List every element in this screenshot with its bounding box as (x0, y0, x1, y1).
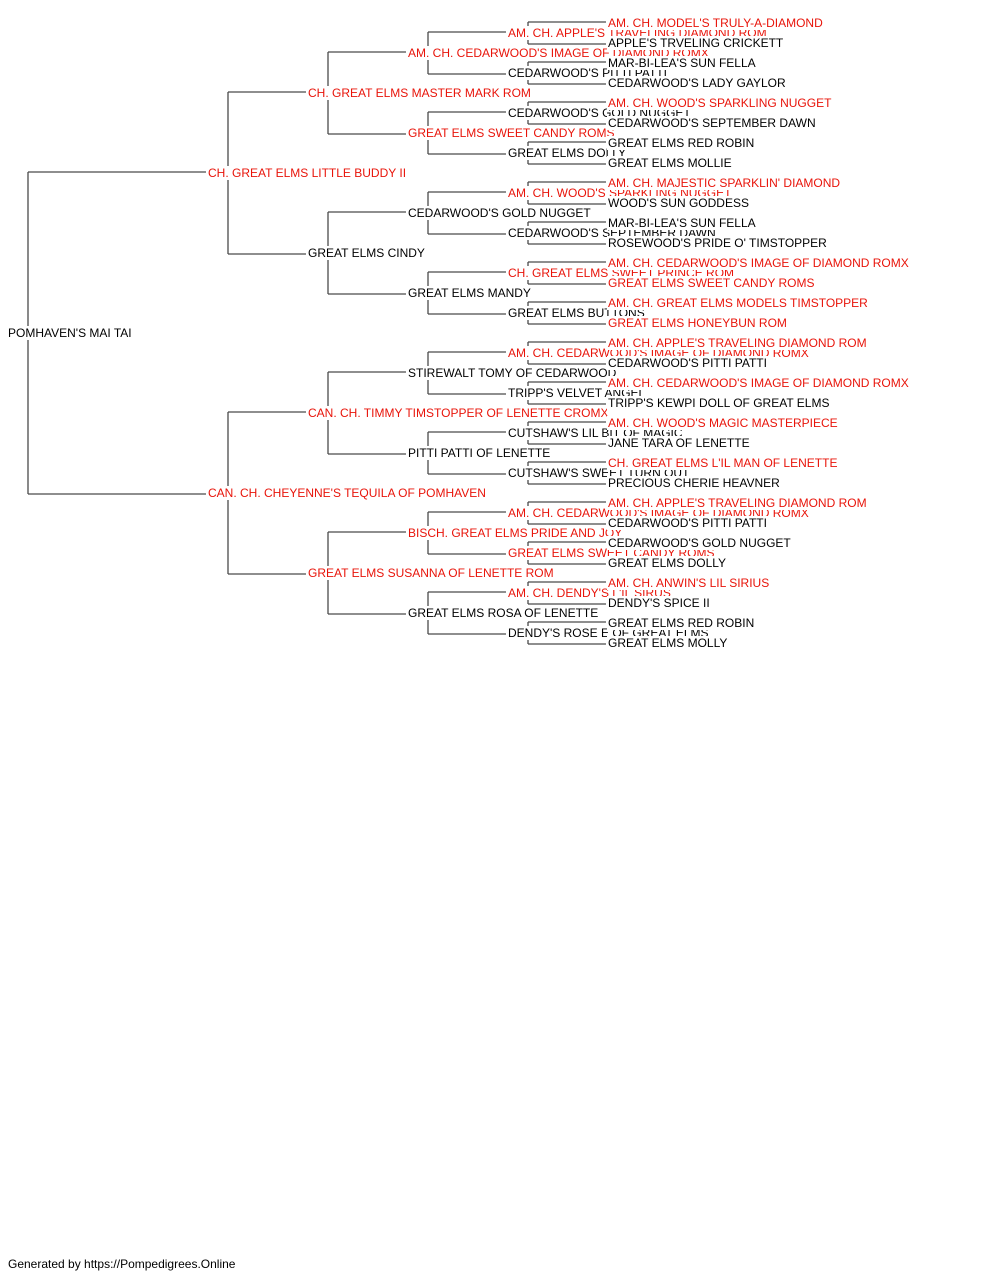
ancestor-name-gen5: CEDARWOOD'S SEPTEMBER DAWN (608, 116, 816, 130)
ancestor-name-gen5: CEDARWOOD'S GOLD NUGGET (608, 536, 791, 550)
ancestor-name-gen2: CAN. CH. TIMMY TIMSTOPPER OF LENETTE CRO… (308, 406, 608, 420)
label-background (607, 176, 842, 190)
label-background (307, 246, 426, 260)
ancestor-name-gen2: GREAT ELMS CINDY (308, 246, 425, 260)
ancestor-name-gen5: DENDY'S SPICE II (608, 596, 710, 610)
label-background (607, 156, 733, 170)
ancestor-name-gen5: AM. CH. GREAT ELMS MODELS TIMSTOPPER (608, 296, 868, 310)
label-background (407, 446, 552, 460)
label-background (607, 336, 868, 350)
label-background (607, 216, 757, 230)
label-background (607, 636, 729, 650)
ancestor-name-gen3: GREAT ELMS MANDY (408, 286, 531, 300)
label-background (607, 296, 870, 310)
label-background (607, 416, 839, 430)
ancestor-name-gen5: GREAT ELMS MOLLY (608, 636, 727, 650)
ancestor-name-gen1: CAN. CH. CHEYENNE'S TEQUILA OF POMHAVEN (208, 486, 486, 500)
label-background (607, 616, 756, 630)
label-background (607, 476, 782, 490)
label-background (607, 16, 825, 30)
ancestor-name-gen5: AM. CH. APPLE'S TRAVELING DIAMOND ROM (608, 336, 867, 350)
label-background (607, 196, 750, 210)
ancestor-name-gen5: CEDARWOOD'S LADY GAYLOR (608, 76, 786, 90)
ancestor-name-gen5: GREAT ELMS SWEET CANDY ROMS (608, 276, 814, 290)
footer-credit: Generated by https://Pompedigrees.Online (8, 1257, 236, 1271)
ancestor-name-gen5: CEDARWOOD'S PITTI PATTI (608, 516, 767, 530)
label-background (607, 356, 768, 370)
ancestor-name-gen3: BISCH. GREAT ELMS PRIDE AND JOY (408, 526, 622, 540)
ancestor-name-gen5: PRECIOUS CHERIE HEAVNER (608, 476, 780, 490)
label-background (607, 576, 771, 590)
label-background (607, 496, 868, 510)
label-background (607, 436, 751, 450)
ancestor-name-gen5: GREAT ELMS HONEYBUN ROM (608, 316, 787, 330)
ancestor-name-gen5: GREAT ELMS RED ROBIN (608, 136, 754, 150)
ancestor-name-gen5: AM. CH. MODEL'S TRULY-A-DIAMOND (608, 16, 823, 30)
label-background (207, 166, 408, 180)
label-background (607, 56, 757, 70)
ancestor-name-gen5: AM. CH. WOOD'S MAGIC MASTERPIECE (608, 416, 838, 430)
ancestor-name-gen3: STIREWALT TOMY OF CEDARWOOD (408, 366, 617, 380)
label-background (407, 526, 624, 540)
label-background (607, 96, 834, 110)
ancestor-name-gen5: JANE TARA OF LENETTE (608, 436, 750, 450)
label-background (607, 516, 768, 530)
label-background (607, 36, 785, 50)
ancestor-name-gen5: AM. CH. APPLE'S TRAVELING DIAMOND ROM (608, 496, 867, 510)
ancestor-name-gen3: PITTI PATTI OF LENETTE (408, 446, 550, 460)
subject-dog-name: POMHAVEN'S MAI TAI (8, 326, 132, 340)
label-background (307, 566, 555, 580)
ancestor-name-gen5: AM. CH. WOOD'S SPARKLING NUGGET (608, 96, 832, 110)
ancestor-name-gen5: GREAT ELMS RED ROBIN (608, 616, 754, 630)
label-background (607, 256, 910, 270)
ancestor-name-gen4: GREAT ELMS DOLLY (508, 146, 626, 160)
label-background (607, 596, 711, 610)
label-background (607, 236, 829, 250)
label-background (607, 116, 817, 130)
label-background (607, 136, 756, 150)
ancestor-name-gen5: ROSEWOOD'S PRIDE O' TIMSTOPPER (608, 236, 827, 250)
label-background (7, 326, 133, 340)
ancestor-name-gen5: AM. CH. CEDARWOOD'S IMAGE OF DIAMOND ROM… (608, 376, 909, 390)
label-background (407, 286, 532, 300)
ancestor-name-gen2: GREAT ELMS SUSANNA OF LENETTE ROM (308, 566, 554, 580)
label-background (407, 126, 616, 140)
ancestor-name-gen5: AM. CH. MAJESTIC SPARKLIN' DIAMOND (608, 176, 840, 190)
label-background (307, 406, 610, 420)
ancestor-name-gen5: CEDARWOOD'S PITTI PATTI (608, 356, 767, 370)
ancestor-name-gen5: CH. GREAT ELMS L'IL MAN OF LENETTE (608, 456, 837, 470)
ancestor-name-gen3: GREAT ELMS ROSA OF LENETTE (408, 606, 598, 620)
label-background (607, 536, 793, 550)
ancestor-name-gen5: AM. CH. ANWIN'S LIL SIRIUS (608, 576, 769, 590)
label-background (607, 456, 839, 470)
ancestor-name-gen5: APPLE'S TRVELING CRICKETT (608, 36, 784, 50)
ancestor-name-gen5: MAR-BI-LEA'S SUN FELLA (608, 216, 756, 230)
ancestor-name-gen5: GREAT ELMS DOLLY (608, 556, 726, 570)
label-background (607, 396, 831, 410)
ancestor-name-gen5: AM. CH. CEDARWOOD'S IMAGE OF DIAMOND ROM… (608, 256, 909, 270)
ancestor-name-gen3: GREAT ELMS SWEET CANDY ROMS (408, 126, 614, 140)
label-background (607, 76, 788, 90)
label-background (607, 556, 728, 570)
label-background (507, 146, 628, 160)
label-background (307, 86, 532, 100)
ancestor-name-gen3: CEDARWOOD'S GOLD NUGGET (408, 206, 591, 220)
ancestor-name-gen5: MAR-BI-LEA'S SUN FELLA (608, 56, 756, 70)
label-background (607, 276, 816, 290)
label-background (407, 206, 593, 220)
ancestor-name-gen5: WOOD'S SUN GODDESS (608, 196, 749, 210)
ancestor-name-gen1: CH. GREAT ELMS LITTLE BUDDY II (208, 166, 406, 180)
label-background (407, 366, 618, 380)
ancestor-name-gen5: TRIPP'S KEWPI DOLL OF GREAT ELMS (608, 396, 829, 410)
ancestor-name-gen2: CH. GREAT ELMS MASTER MARK ROM (308, 86, 531, 100)
label-background (607, 316, 788, 330)
label-background (407, 606, 600, 620)
ancestor-name-gen5: GREAT ELMS MOLLIE (608, 156, 732, 170)
label-background (207, 486, 487, 500)
label-background (607, 376, 910, 390)
